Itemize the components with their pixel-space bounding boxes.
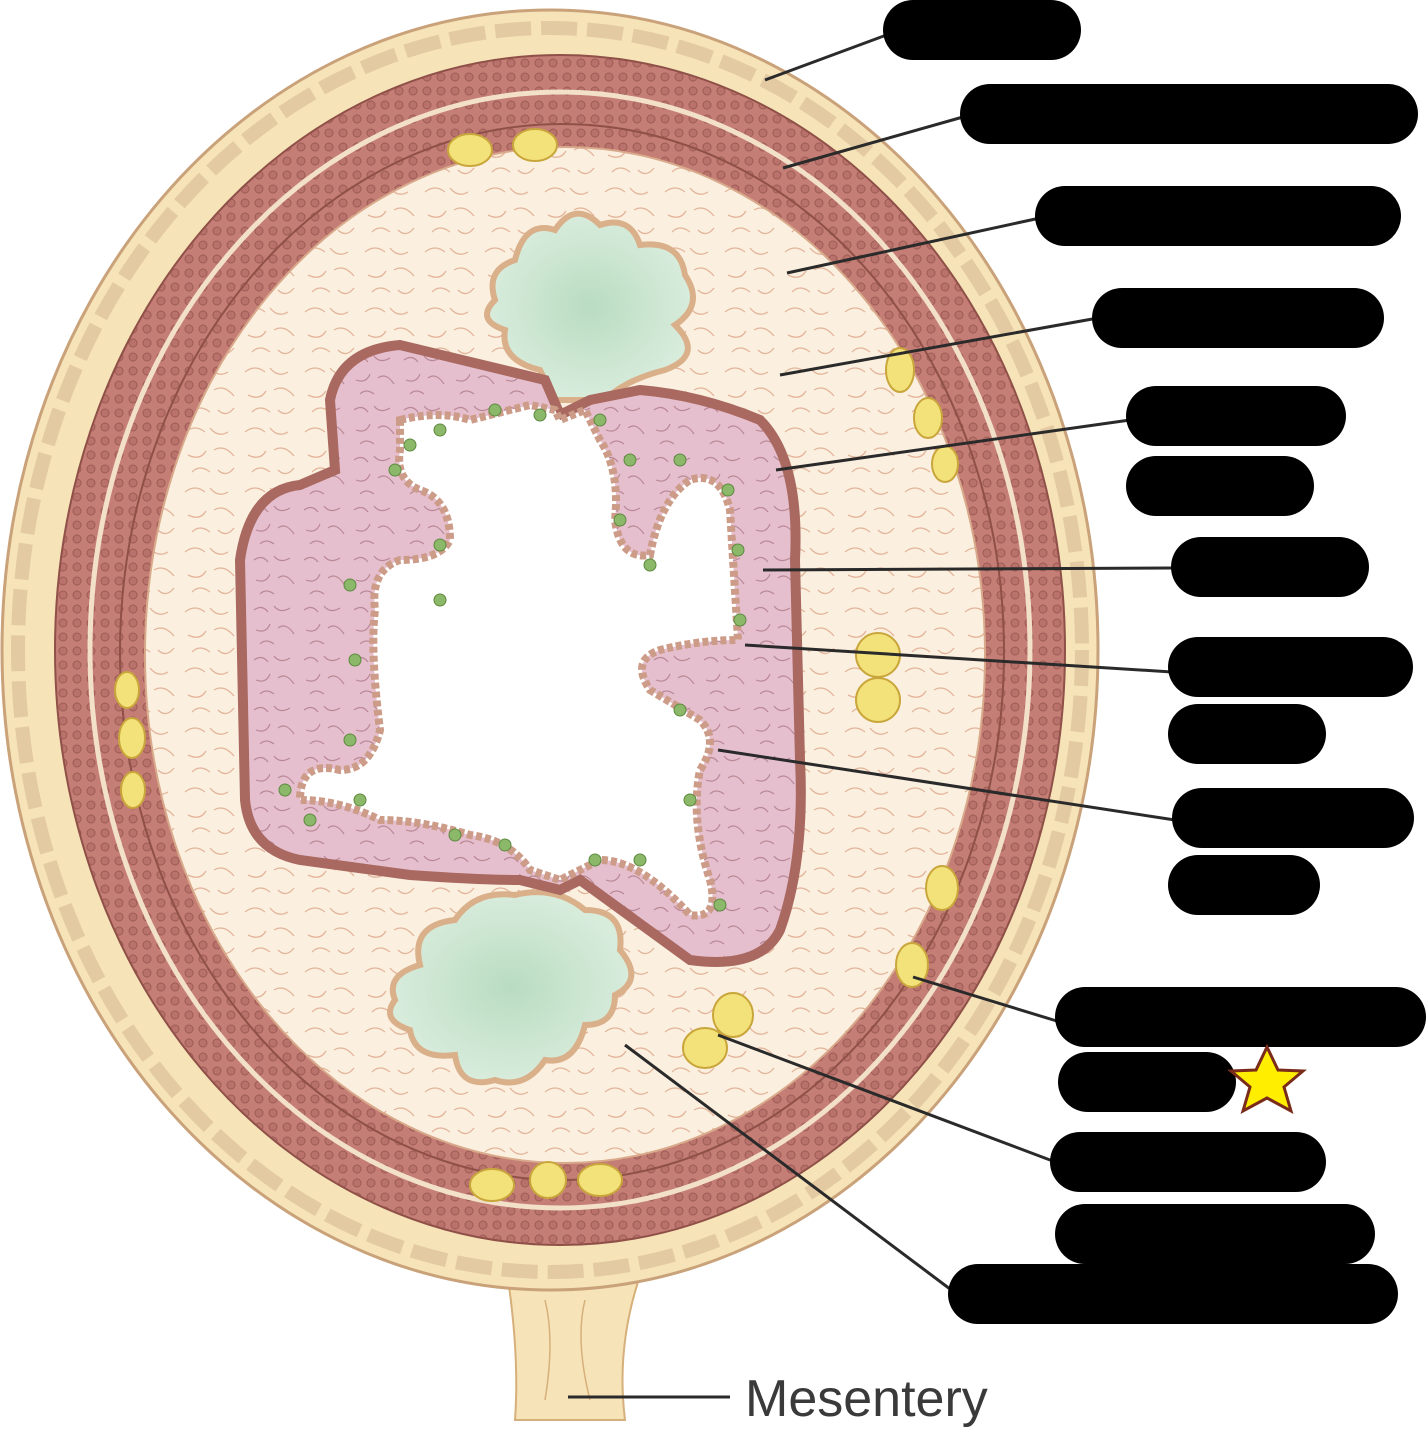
redacted-label	[1168, 637, 1413, 697]
redacted-label	[948, 1264, 1398, 1324]
redacted-label	[1092, 288, 1384, 348]
redacted-label	[1055, 987, 1426, 1047]
blood-vessels	[114, 128, 959, 1202]
redacted-label	[1168, 855, 1320, 915]
redacted-label	[1126, 456, 1314, 516]
redacted-label	[1055, 1204, 1375, 1264]
redacted-label	[1168, 704, 1326, 764]
redacted-label	[1126, 386, 1346, 446]
redacted-label	[1058, 1052, 1236, 1112]
redacted-label	[1172, 788, 1414, 848]
star-icon	[1227, 1043, 1307, 1115]
submucosal-glands	[387, 210, 696, 1086]
mesentery-stalk	[503, 1258, 647, 1421]
goblet-cells	[278, 403, 747, 912]
redacted-label	[1050, 1132, 1326, 1192]
leader-lines	[568, 28, 1176, 1399]
lumen	[295, 400, 743, 920]
redacted-labels	[883, 0, 1426, 1324]
redacted-label	[960, 84, 1418, 144]
redacted-label	[1171, 537, 1369, 597]
redacted-label	[883, 0, 1081, 60]
redacted-label	[1035, 186, 1401, 246]
mesentery-label: Mesentery	[745, 1370, 988, 1428]
